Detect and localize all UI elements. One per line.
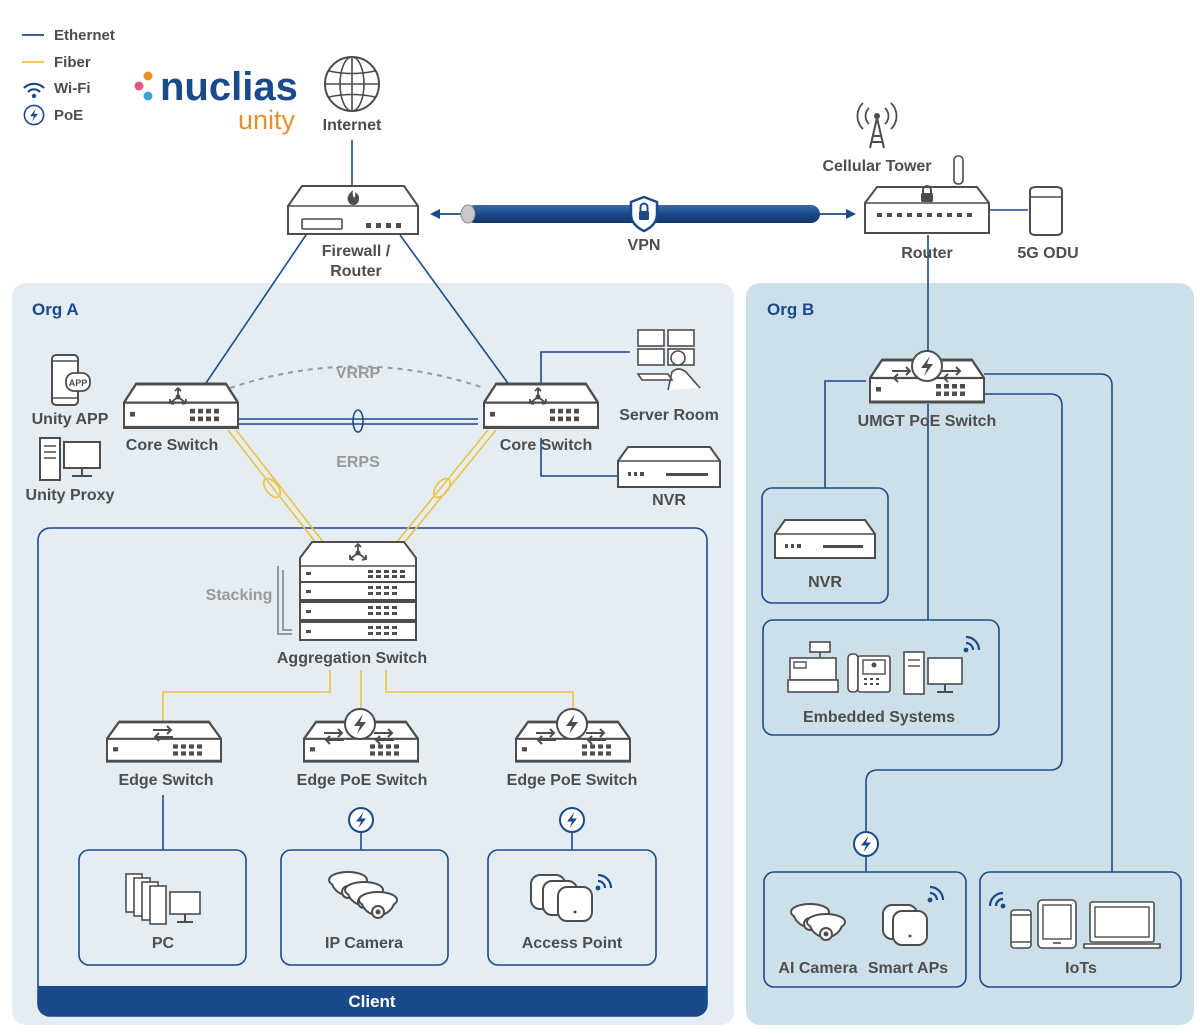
5g-odu-icon xyxy=(1029,186,1063,236)
access-point-box xyxy=(487,849,657,966)
ip-camera-box xyxy=(280,849,449,966)
ip-phone-icon xyxy=(847,653,891,693)
core-switch-left-label: Core Switch xyxy=(126,437,218,454)
org-a-title: Org A xyxy=(32,300,79,319)
nvr-b-box xyxy=(761,487,889,604)
router-b-icon xyxy=(864,185,990,234)
poe-icon xyxy=(23,104,45,126)
cellular-tower-label: Cellular Tower xyxy=(822,158,931,175)
poe-badge-icon-ap xyxy=(559,807,585,833)
vpn-label: VPN xyxy=(628,237,661,254)
iot-wifi-icon xyxy=(988,891,1006,909)
shield-lock-icon xyxy=(629,195,659,233)
vrrp-label: VRRP xyxy=(336,365,381,382)
org-a-panel xyxy=(12,283,734,1025)
smart-aps-label: Smart APs xyxy=(868,960,948,977)
ai-camera-label: AI Camera xyxy=(778,960,857,977)
access-point-icon xyxy=(530,873,613,922)
nvr-b-label: NVR xyxy=(808,574,842,591)
pos-terminal-icon xyxy=(787,641,839,693)
nvr-a-label: NVR xyxy=(652,492,686,509)
edge-poe-1-bolt-icon xyxy=(344,708,376,740)
smartphone-icon xyxy=(1010,909,1032,949)
router-b-label: Router xyxy=(901,245,953,262)
aggregation-switch-label: Aggregation Switch xyxy=(277,650,427,667)
smart-ap-icon xyxy=(882,885,945,946)
desktop-pc-icon xyxy=(903,651,963,695)
iots-label: IoTs xyxy=(1065,960,1097,977)
pc-box xyxy=(78,849,247,966)
embedded-systems-label: Embedded Systems xyxy=(803,709,955,726)
client-bar xyxy=(38,986,707,1016)
brand-name: nuclias xyxy=(160,65,298,109)
firewall-label-line1: Firewall / xyxy=(322,243,391,260)
legend-fiber: Fiber xyxy=(54,54,91,71)
edge-poe-switch-1-label: Edge PoE Switch xyxy=(297,772,428,789)
firewall-router-icon xyxy=(287,185,419,235)
unity-app-label: Unity APP xyxy=(32,411,109,428)
access-point-label: Access Point xyxy=(522,935,623,952)
edge-switch-icon xyxy=(105,720,223,763)
edge-poe-switch-2-label: Edge PoE Switch xyxy=(507,772,638,789)
5g-odu-label: 5G ODU xyxy=(1017,245,1078,262)
edge-switch-label: Edge Switch xyxy=(118,772,213,789)
logo-mark-icon xyxy=(134,71,153,101)
server-room-label: Server Room xyxy=(619,407,719,424)
smart-ap-wifi-icon xyxy=(927,885,945,903)
embedded-wifi-icon xyxy=(963,635,981,653)
edge-poe-2-bolt-icon xyxy=(556,708,588,740)
embedded-systems-box xyxy=(762,619,1000,736)
brand-sub: unity xyxy=(238,105,296,135)
legend-poe: PoE xyxy=(54,107,83,124)
connections xyxy=(162,140,1113,872)
ai-camera-box xyxy=(763,871,967,988)
stacking-label: Stacking xyxy=(206,587,273,604)
laptop-icon xyxy=(1083,901,1161,949)
internet-label: Internet xyxy=(323,117,382,134)
core-switch-right-label: Core Switch xyxy=(500,437,592,454)
aggregation-switch-icon xyxy=(277,541,417,641)
org-b-title: Org B xyxy=(767,300,814,319)
firewall-label-line2: Router xyxy=(330,263,382,280)
pc-icon xyxy=(125,873,201,925)
unity-proxy-label: Unity Proxy xyxy=(26,487,115,504)
erps-label: ERPS xyxy=(336,454,380,471)
poe-badge-icon-camera xyxy=(348,807,374,833)
ip-camera-label: IP Camera xyxy=(325,935,403,952)
iots-icon xyxy=(988,891,1161,949)
poe-badge-icon-ai xyxy=(853,831,879,857)
wifi-icon xyxy=(23,82,45,99)
legend: Ethernet Fiber Wi-Fi PoE xyxy=(22,27,115,126)
pc-label: PC xyxy=(152,935,175,952)
vpn-tunnel xyxy=(460,195,820,233)
phone-app-icon: APP xyxy=(51,354,91,406)
nvr-a-icon xyxy=(617,446,721,488)
client-label: Client xyxy=(348,992,396,1011)
globe-icon xyxy=(324,56,380,112)
app-badge-text: APP xyxy=(69,378,88,388)
cellular-tower-icon xyxy=(856,102,898,149)
legend-wifi: Wi-Fi xyxy=(54,80,91,97)
server-proxy-icon xyxy=(39,437,101,481)
server-room-icon xyxy=(636,329,701,391)
antenna-icon xyxy=(953,155,964,185)
embedded-systems-icon xyxy=(787,635,981,695)
ap-wifi-icon xyxy=(595,873,613,891)
nvr-b-icon xyxy=(774,519,876,559)
legend-ethernet: Ethernet xyxy=(54,27,115,44)
tablet-icon xyxy=(1037,899,1077,949)
umgt-poe-switch-label: UMGT PoE Switch xyxy=(858,413,997,430)
umgt-bolt-icon xyxy=(911,350,943,382)
iots-box xyxy=(979,871,1182,988)
nuclias-logo: nuclias unity xyxy=(134,65,298,135)
